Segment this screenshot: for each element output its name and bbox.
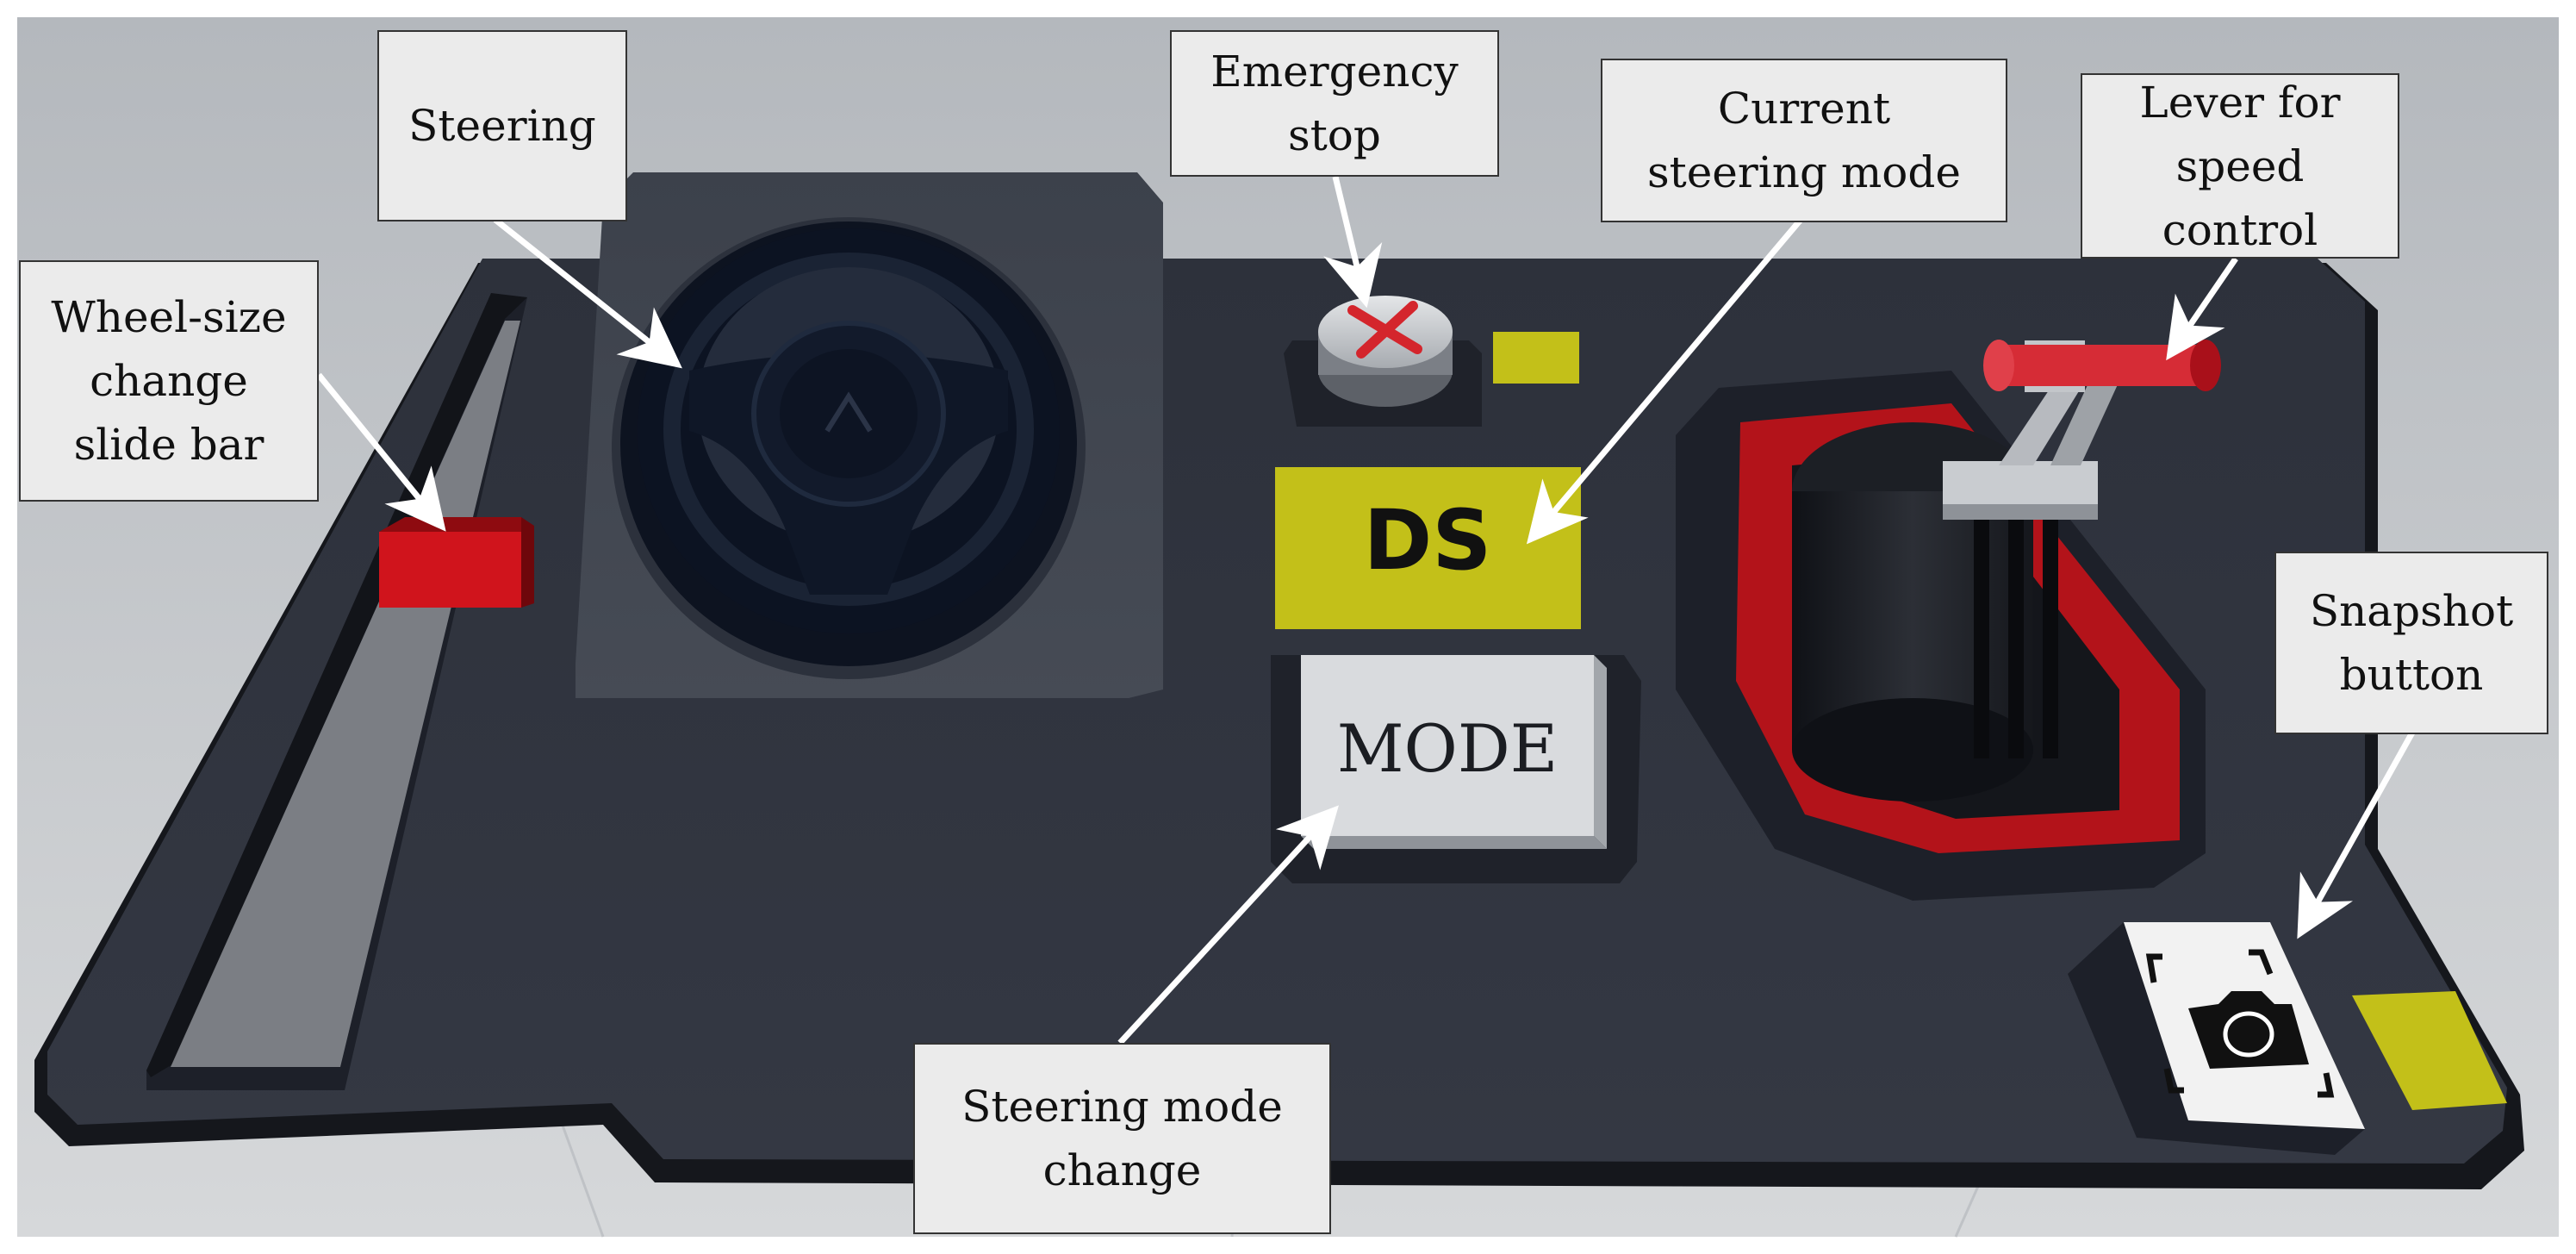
steering-wheel[interactable] [638, 228, 1060, 633]
callout-snapshot-line-1: Snapshot [2309, 586, 2514, 636]
callout-arrows [316, 176, 2416, 1045]
mode-button-label: MODE [1337, 710, 1559, 787]
callout-current-mode-line-1: Current [1717, 84, 1891, 134]
callout-wheel-size-line-2: change [90, 356, 248, 406]
arrow-lever [2166, 257, 2238, 361]
arrow-snapshot [2297, 731, 2416, 939]
arrow-wheel-size [316, 372, 446, 532]
mode-display-text: DS [1364, 492, 1492, 589]
callout-steering: Steering [377, 30, 627, 221]
callout-snapshot: Snapshot button [2274, 552, 2548, 734]
x-mark-icon [1347, 301, 1422, 359]
callout-current-mode: Current steering mode [1601, 59, 2007, 222]
mode-button[interactable] [1301, 655, 1594, 836]
callout-emergency-stop: Emergency stop [1170, 30, 1499, 177]
callout-lever: Lever for speed control [2081, 73, 2399, 259]
callout-wheel-size-line-3: slide bar [73, 420, 264, 470]
callout-mode-change-line-2: change [1042, 1145, 1202, 1195]
arrow-current-mode [1526, 217, 1803, 545]
callout-emergency-line-2: stop [1288, 110, 1381, 160]
callout-current-mode-line-2: steering mode [1646, 147, 1962, 197]
callout-lever-line-3: control [2162, 204, 2318, 255]
callout-mode-change: Steering mode change [913, 1043, 1331, 1234]
wheel-size-slider[interactable] [379, 532, 521, 608]
speed-lever[interactable] [1792, 340, 2221, 802]
callout-emergency-line-1: Emergency [1210, 47, 1459, 97]
snapshot-indicator [2352, 991, 2507, 1110]
callout-lever-line-1: Lever for [2139, 77, 2341, 128]
callout-steering-line-1: Steering [408, 101, 596, 151]
emergency-indicator [1493, 332, 1579, 384]
callout-snapshot-line-2: button [2339, 650, 2484, 700]
callout-mode-change-line-1: Steering mode [961, 1082, 1283, 1132]
arrow-emergency-stop [1323, 176, 1383, 309]
arrow-mode-change [1117, 805, 1339, 1045]
camera-icon [2145, 949, 2335, 1098]
arrow-steering [493, 217, 682, 369]
callout-wheel-size-line-1: Wheel-size [51, 292, 287, 342]
callout-lever-line-2: speed [2175, 140, 2305, 191]
callout-wheel-size: Wheel-size change slide bar [19, 260, 319, 502]
